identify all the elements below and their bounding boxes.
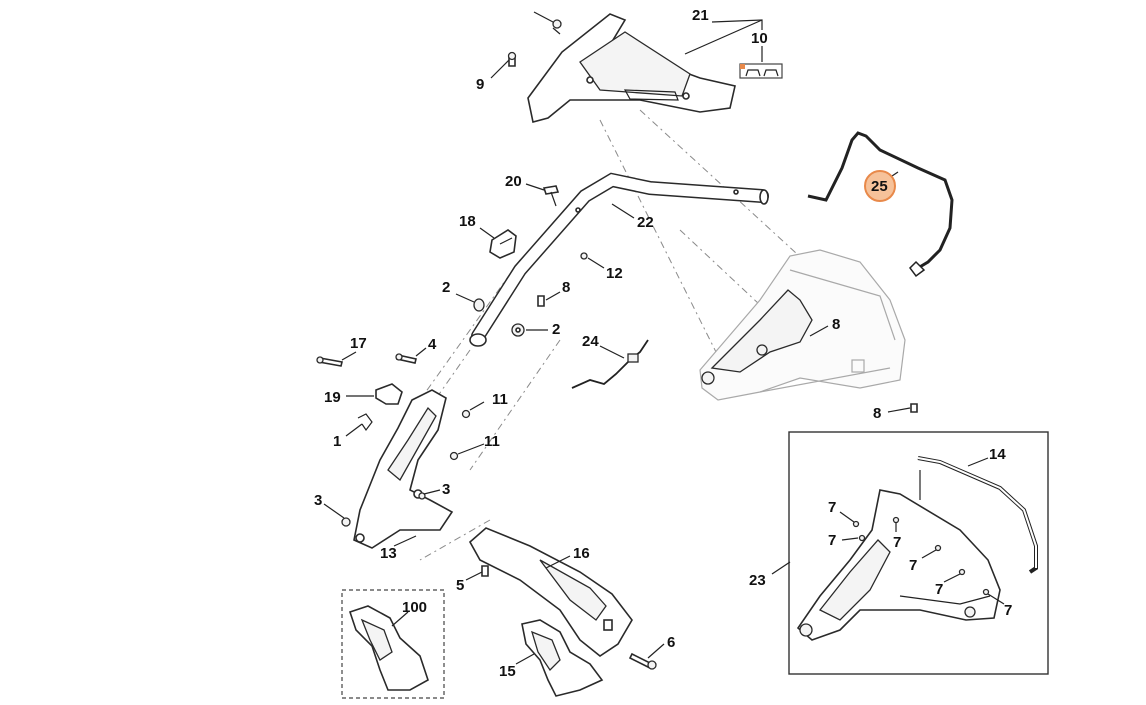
callout-7-a[interactable]: 7 <box>828 499 836 516</box>
callout-5[interactable]: 5 <box>456 577 464 594</box>
mower-deck-outline <box>699 249 906 401</box>
part-8-screw-c <box>910 403 918 413</box>
callout-16[interactable]: 16 <box>573 545 590 562</box>
callout-4[interactable]: 4 <box>428 336 437 353</box>
callout-18[interactable]: 18 <box>459 213 476 230</box>
part-4-bolt <box>395 353 417 364</box>
part-20-pin <box>542 185 560 207</box>
callout-2-upper[interactable]: 2 <box>442 279 450 296</box>
callout-12[interactable]: 12 <box>606 265 623 282</box>
callout-22[interactable]: 22 <box>637 214 654 231</box>
callout-11-lower[interactable]: 11 <box>484 433 500 450</box>
callout-7-b[interactable]: 7 <box>828 532 836 549</box>
callout-11-upper[interactable]: 11 <box>492 391 508 408</box>
callout-15[interactable]: 15 <box>499 663 516 680</box>
part-24-cable <box>571 339 649 389</box>
part-13-handle-bracket <box>353 389 454 549</box>
part-3-bolt-b <box>418 492 426 500</box>
callout-9[interactable]: 9 <box>476 76 484 93</box>
part-16-lower-cover <box>468 527 633 657</box>
callout-24[interactable]: 24 <box>582 333 599 350</box>
part-1-clip <box>357 413 373 432</box>
part-11-nut-a <box>461 409 471 419</box>
callout-7-e[interactable]: 7 <box>935 581 943 598</box>
callout-14[interactable]: 14 <box>989 446 1006 463</box>
callout-1[interactable]: 1 <box>333 433 341 450</box>
part-22-handle-tube <box>469 172 769 347</box>
highlight-ring-25 <box>864 170 896 202</box>
top-screw <box>552 19 562 35</box>
callout-100[interactable]: 100 <box>402 599 427 616</box>
part-18-knob <box>489 229 517 259</box>
part-17-bolt <box>316 356 343 367</box>
callout-7-f[interactable]: 7 <box>1004 602 1012 619</box>
callout-2-lower[interactable]: 2 <box>552 321 560 338</box>
part-8-screw-a <box>537 295 545 307</box>
callout-8-bottom[interactable]: 8 <box>873 405 881 422</box>
callout-3-left[interactable]: 3 <box>314 492 322 509</box>
part-6-bolt <box>628 652 657 670</box>
part-12-nut <box>580 252 588 260</box>
part-11-nut-b <box>449 451 459 461</box>
callout-7-d[interactable]: 7 <box>909 557 917 574</box>
part-23-inset-frame <box>788 431 1049 675</box>
part-2-washer-upper <box>473 298 485 312</box>
part-5-screw <box>481 565 489 577</box>
callout-21[interactable]: 21 <box>692 7 709 24</box>
part-15-bracket <box>521 619 604 697</box>
callout-13[interactable]: 13 <box>380 545 397 562</box>
callout-labels: 21 10 9 25 20 22 18 12 2 8 2 8 24 17 4 1… <box>314 7 1012 680</box>
callout-7-c[interactable]: 7 <box>893 534 901 551</box>
callout-8-deck[interactable]: 8 <box>832 316 840 333</box>
callout-6[interactable]: 6 <box>667 634 675 651</box>
callout-20[interactable]: 20 <box>505 173 522 190</box>
callout-25[interactable]: 25 <box>871 178 888 195</box>
part-21-handle-cover <box>527 13 736 123</box>
part-100-kit-box <box>341 589 445 699</box>
callout-19[interactable]: 19 <box>324 389 341 406</box>
callout-8-handle[interactable]: 8 <box>562 279 570 296</box>
part-3-bolt-a <box>341 517 351 527</box>
callout-23[interactable]: 23 <box>749 572 766 589</box>
part-25-control-bail <box>807 131 954 278</box>
part-19-bracket <box>375 383 403 405</box>
callout-10[interactable]: 10 <box>751 30 768 47</box>
part-9-screw <box>507 51 517 67</box>
part-10-decal <box>739 63 783 79</box>
callout-3-right[interactable]: 3 <box>442 481 450 498</box>
callout-17[interactable]: 17 <box>350 335 367 352</box>
